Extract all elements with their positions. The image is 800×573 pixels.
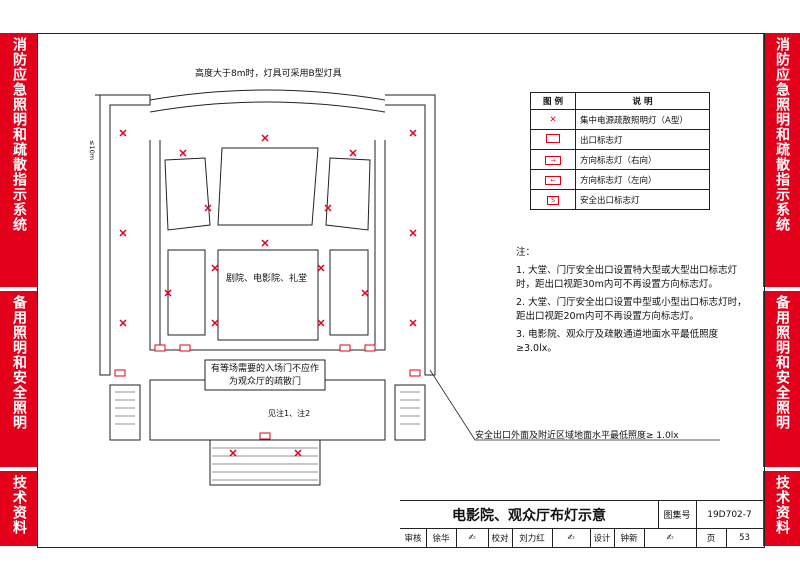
review-label: 审核 — [400, 529, 427, 547]
legend-header-desc: 说 明 — [575, 92, 710, 110]
hall-label: 剧院、电影院、礼堂 — [226, 274, 308, 284]
stair-left — [109, 384, 141, 441]
legend-header-symbol: 图 例 — [530, 92, 576, 110]
designer-name: 钟新 — [614, 529, 645, 547]
direction-right-icon: → — [545, 155, 561, 165]
door-note: 有等场需要的入场门不应作为观众厅的疏散门 — [210, 364, 319, 387]
left-tab-backup-lighting[interactable]: 备用照明和安全照明 — [0, 291, 37, 467]
exterior-note: 安全出口外面及附近区域地面水平最低照度≥ 1.0lx — [475, 431, 679, 441]
legend-row: 出口标志灯 — [530, 129, 710, 150]
door-note-box — [204, 359, 326, 391]
legend-table: 图 例 说 明 ✕ 集中电源疏散照明灯（A型） 出口标志灯 → 方向标志灯（右向… — [530, 92, 710, 210]
notes-section: 注： 1. 大堂、门厅安全出口设置特大型或大型出口标志灯时，距出口视距30m内可… — [516, 246, 752, 360]
emergency-light-icon: ✕ — [549, 114, 557, 125]
checker-name: 刘力红 — [512, 529, 553, 547]
legend-row: ✕ 集中电源疏散照明灯（A型） — [530, 109, 710, 130]
exterior-leader-line — [429, 369, 720, 441]
dim-label: ≤10m — [88, 140, 96, 161]
note-item: 3. 电影院、观众厅及疏散通道地面水平最低照度≥3.0lx。 — [516, 328, 719, 355]
designer-signature: ✍ — [644, 529, 697, 547]
ceiling-arc — [149, 89, 386, 101]
direction-left-icon: ← — [545, 175, 561, 185]
inner-wall-right — [374, 140, 386, 351]
check-label: 校对 — [488, 529, 513, 547]
atlas-label: 图集号 — [658, 501, 697, 529]
ceiling-arc-inner — [149, 101, 386, 113]
atlas-number: 19D702-7 — [696, 501, 763, 529]
reviewer-signature: ✍ — [456, 529, 489, 547]
seating-block-right — [329, 249, 369, 336]
right-tab-backup-lighting[interactable]: 备用照明和安全照明 — [763, 291, 800, 467]
right-tab-fire-emergency[interactable]: 消防应急照明和疏散指示系统 — [763, 33, 800, 287]
outer-wall-right — [385, 94, 436, 376]
page-label: 页 — [696, 529, 727, 547]
inner-wall-left — [149, 140, 161, 351]
design-label: 设计 — [590, 529, 615, 547]
seating-block-center — [217, 249, 319, 341]
checker-signature: ✍ — [552, 529, 591, 547]
left-tab-tech-data[interactable]: 技术资料 — [0, 471, 37, 546]
note-item: 1. 大堂、门厅安全出口设置特大型或大型出口标志灯时，距出口视距30m内可不再设… — [516, 264, 738, 291]
see-note-label: 见注1、注2 — [268, 409, 311, 418]
title-block: 电影院、观众厅布灯示意 图集号 19D702-7 审核 徐华 ✍ 校对 刘力红 … — [400, 500, 763, 547]
emergency-light-icons — [119, 129, 417, 457]
page-number: 53 — [739, 533, 750, 543]
notes-heading: 注： — [516, 247, 536, 258]
legend-row: ← 方向标志灯（左向） — [530, 169, 710, 190]
seating-block-left-top — [164, 157, 211, 231]
right-tab-tech-data[interactable]: 技术资料 — [763, 471, 800, 546]
ceiling-note: 高度大于8m时，灯具可采用B型灯具 — [195, 69, 342, 79]
left-tab-fire-emergency[interactable]: 消防应急照明和疏散指示系统 — [0, 33, 37, 287]
legend-row: → 方向标志灯（右向） — [530, 149, 710, 170]
seating-block-left — [167, 249, 206, 336]
seating-block-top — [217, 147, 319, 226]
note-item: 2. 大堂、门厅安全出口设置中型或小型出口标志灯时，距出口视距20m内可不再设置… — [516, 296, 747, 323]
seating-block-right-top — [325, 157, 371, 231]
safe-exit-sign-icon: S — [547, 195, 559, 205]
legend-row: S 安全出口标志灯 — [530, 189, 710, 210]
exit-sign-icon — [546, 133, 560, 143]
outer-wall-left — [95, 94, 151, 376]
stair-right — [394, 384, 426, 441]
drawing-title: 电影院、观众厅布灯示意 — [400, 501, 659, 529]
reviewer-name: 徐华 — [426, 529, 457, 547]
entrance-steps — [209, 439, 321, 486]
drawing-frame — [37, 33, 765, 548]
exit-sign-icons — [114, 344, 421, 440]
